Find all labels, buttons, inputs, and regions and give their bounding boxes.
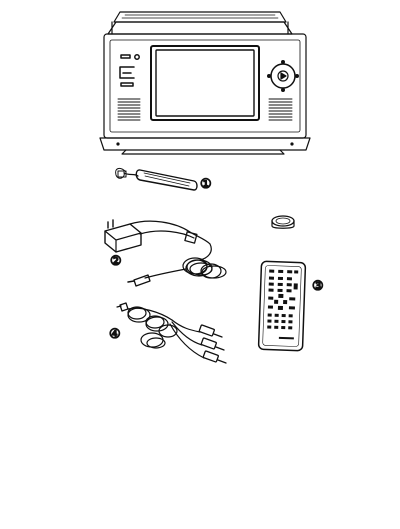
portable-dvd-player-icon xyxy=(99,11,311,155)
callout-1: ① xyxy=(200,177,212,192)
coin-battery-icon xyxy=(271,215,295,229)
av-cable-icon xyxy=(116,302,227,364)
callout-2: ② xyxy=(110,254,122,269)
ac-power-adapter-icon xyxy=(104,219,227,287)
callout-3: ③ xyxy=(312,279,324,294)
car-adapter-cable-icon xyxy=(115,167,198,191)
callout-4: ④ xyxy=(109,327,121,342)
remote-control-icon xyxy=(257,260,307,352)
